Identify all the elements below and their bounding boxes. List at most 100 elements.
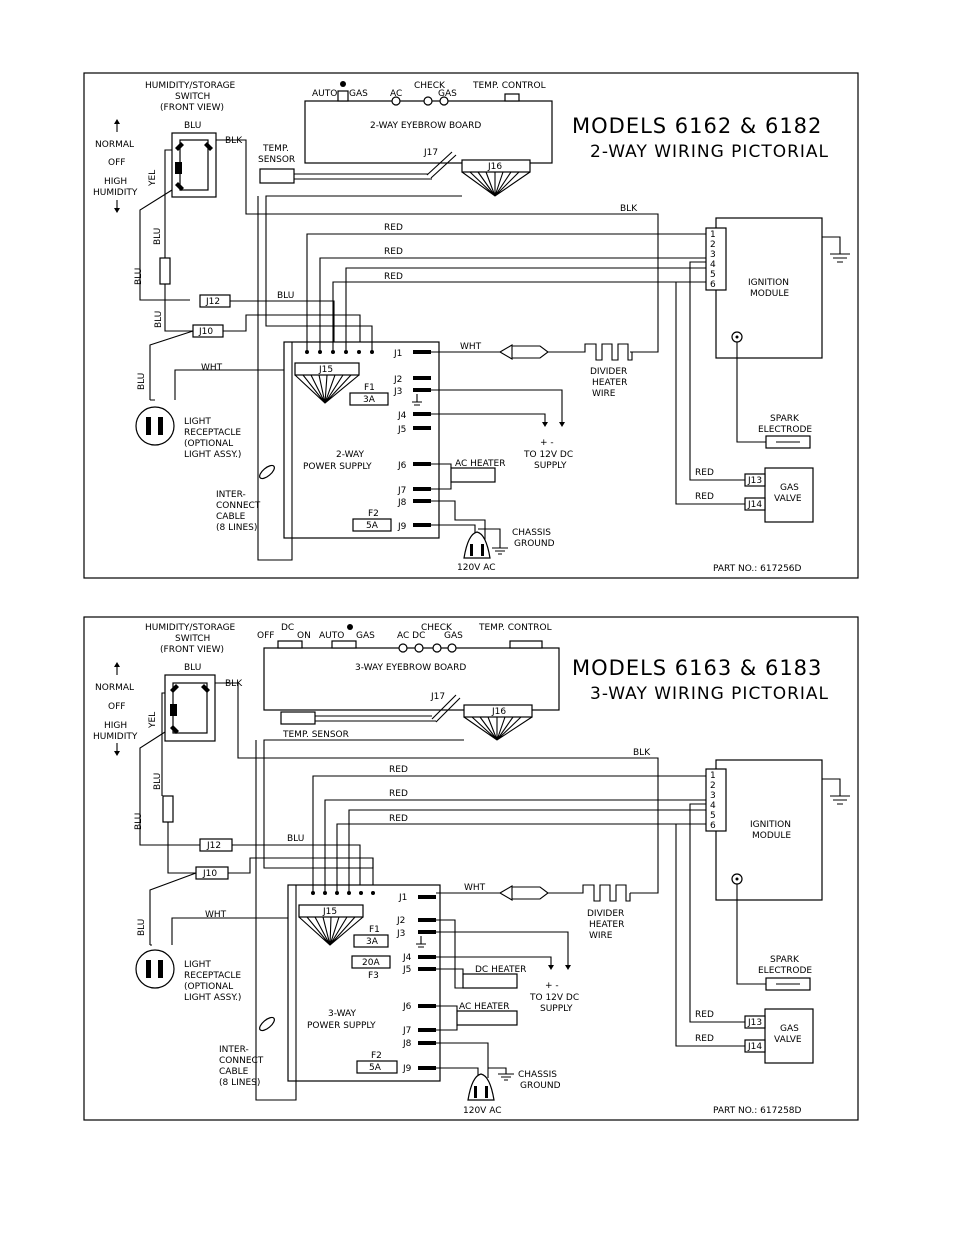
diagram-subtitle: 3-WAY WIRING PICTORIAL xyxy=(590,684,829,704)
pin-5: 5 xyxy=(710,811,716,821)
temp-sensor-label: TEMP. xyxy=(262,144,289,154)
dc-switch xyxy=(277,640,303,649)
j12-label: J12 xyxy=(206,841,221,851)
wire-red-5: RED xyxy=(695,492,714,502)
ac-heater-wires xyxy=(431,463,452,490)
spark-label-2: ELECTRODE xyxy=(758,966,812,976)
wire-blu-5: BLU xyxy=(137,919,147,936)
power-supply-label: 3-WAY xyxy=(328,1009,356,1019)
divider-heater xyxy=(548,343,633,361)
diagram-subtitle: 2-WAY WIRING PICTORIAL xyxy=(590,142,829,162)
gas-valve-wires xyxy=(675,803,745,1047)
switch-label: HUMIDITY/STORAGE xyxy=(145,81,236,91)
cable-label-4: (8 LINES) xyxy=(216,523,257,533)
wire-blu: BLU xyxy=(184,663,201,673)
ac-led xyxy=(391,96,401,106)
part-number: PART NO.: 617256D xyxy=(713,564,802,574)
wire-blu-2: BLU xyxy=(153,773,163,790)
gas-valve-label-2: VALVE xyxy=(774,1035,802,1045)
power-supply-label-2: POWER SUPPLY xyxy=(307,1021,376,1031)
j16-label: J16 xyxy=(491,707,506,717)
terminal-j4: J4 xyxy=(397,411,407,421)
interconnect-cable xyxy=(255,740,297,1101)
wire-blk-2: BLK xyxy=(620,204,638,214)
ac-label: 120V AC xyxy=(463,1106,501,1116)
indicator-led xyxy=(347,624,353,630)
pin-3: 3 xyxy=(710,791,716,801)
dc-label: TO 12V DC xyxy=(529,993,579,1003)
gas-led xyxy=(439,96,449,106)
wire-blu-5: BLU xyxy=(137,373,147,390)
fuse-f1-name: F1 xyxy=(364,383,375,393)
control-ac: AC xyxy=(390,89,402,99)
j15-fan xyxy=(298,916,364,946)
temp-sensor-wire xyxy=(315,715,436,722)
j17-plug xyxy=(431,694,461,723)
j3-ground xyxy=(416,936,426,948)
gas-valve-label: GAS xyxy=(780,483,799,493)
ac-heater-wires xyxy=(436,1005,458,1031)
pin-4: 4 xyxy=(710,801,716,811)
switch-label: HUMIDITY/STORAGE xyxy=(145,623,236,633)
pin-2: 2 xyxy=(710,240,716,250)
switch-terminal-mid xyxy=(175,162,182,174)
j17-label: J17 xyxy=(430,692,445,702)
blk-wire-run xyxy=(216,139,659,353)
divider-label-2: HEATER xyxy=(592,378,627,388)
terminal-j9: J9 xyxy=(397,522,407,532)
dc-supply-wires xyxy=(431,389,563,425)
control-on: ON xyxy=(297,631,311,641)
chassis-label: CHASSIS xyxy=(512,528,551,538)
ground-symbol xyxy=(822,778,850,805)
fuse-f2 xyxy=(352,518,392,532)
control-check: CHECK xyxy=(414,81,446,91)
dc-heater-wires xyxy=(436,919,464,989)
auto-button xyxy=(331,640,357,649)
temp-sensor-label-2: SENSOR xyxy=(258,155,295,165)
switch-terminals xyxy=(170,684,210,734)
pin-5: 5 xyxy=(710,270,716,280)
fuse-f1-rating: 3A xyxy=(363,395,376,405)
control-gas: GAS xyxy=(349,89,368,99)
dc-label-2: SUPPLY xyxy=(540,1004,573,1014)
switch-rocker xyxy=(172,682,208,734)
wire-blu-2: BLU xyxy=(153,228,163,245)
part-number: PART NO.: 617258D xyxy=(713,1106,802,1116)
gas-valve-label-2: VALVE xyxy=(774,494,802,504)
spark-wire xyxy=(736,342,766,443)
fuse-f1-rating: 3A xyxy=(366,937,379,947)
terminal-j6: J6 xyxy=(397,461,407,471)
ignition-label: IGNITION xyxy=(750,820,791,830)
chassis-label: CHASSIS xyxy=(518,1070,557,1080)
eyebrow-board xyxy=(304,100,553,164)
fuse-f2 xyxy=(356,1060,398,1074)
power-supply-label: 2-WAY xyxy=(336,450,364,460)
pin-2: 2 xyxy=(710,781,716,791)
pin-6: 6 xyxy=(710,280,716,290)
j16-connector xyxy=(463,704,533,718)
j12-j10-wiring xyxy=(149,822,374,945)
divider-label-3: WIRE xyxy=(589,931,613,941)
pin-1: 1 xyxy=(710,771,716,781)
j16-fan xyxy=(461,171,531,197)
spark-label-2: ELECTRODE xyxy=(758,425,812,435)
light-receptacle xyxy=(135,949,175,989)
dc-label-2: SUPPLY xyxy=(534,461,567,471)
wire-blu-j12: BLU xyxy=(277,291,294,301)
pin-3: 3 xyxy=(710,250,716,260)
divider-label: DIVIDER xyxy=(587,909,624,919)
light-label-3: (OPTIONAL xyxy=(184,982,233,992)
divider-label-2: HEATER xyxy=(589,920,624,930)
j12-j10-wiring xyxy=(149,284,361,400)
j10-label: J10 xyxy=(202,869,217,879)
light-label-2: RECEPTACLE xyxy=(184,971,241,981)
ac-heater-label: AC HEATER xyxy=(455,459,506,469)
switch-label-2: SWITCH xyxy=(175,634,210,644)
spark-label: SPARK xyxy=(770,414,800,424)
light-label-2: RECEPTACLE xyxy=(184,428,241,438)
control-off: OFF xyxy=(257,631,274,641)
divider-label: DIVIDER xyxy=(590,367,627,377)
wire-wht: WHT xyxy=(460,342,482,352)
wire-blk: BLK xyxy=(225,679,243,689)
control-check-gas: GAS xyxy=(444,631,463,641)
